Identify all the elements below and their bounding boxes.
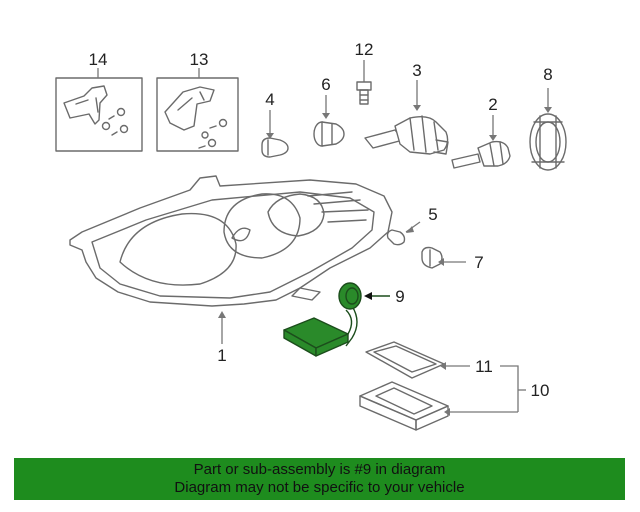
- callout-10: 10: [531, 381, 550, 400]
- part-14-bracket-kit: [55, 68, 143, 152]
- callout-11: 11: [475, 357, 493, 376]
- part-11-gasket: [365, 341, 470, 379]
- callout-2: 2: [488, 95, 497, 114]
- callout-8: 8: [543, 65, 552, 84]
- callout-12: 12: [355, 40, 374, 59]
- callout-13: 13: [190, 50, 209, 69]
- callout-4: 4: [265, 90, 274, 109]
- part-12-screw: [356, 60, 372, 105]
- part-7-socket: [421, 246, 466, 269]
- part-5-bulb: [386, 221, 421, 246]
- callout-6: 6: [321, 75, 330, 94]
- part-9-ballast-highlighted: [283, 282, 362, 357]
- callout-7: 7: [474, 253, 483, 272]
- part-13-bracket-kit: [156, 68, 239, 152]
- part-4-bulb: [261, 110, 289, 158]
- part-6-socket: [313, 95, 345, 147]
- callout-5: 5: [428, 205, 437, 224]
- callout-3: 3: [412, 61, 421, 80]
- part-1-headlamp-assembly: [69, 175, 393, 307]
- info-banner: Part or sub-assembly is #9 in diagram Di…: [14, 458, 625, 500]
- part-10-cover: [359, 381, 518, 431]
- callout-1: 1: [217, 346, 226, 365]
- callout-14: 14: [89, 50, 108, 69]
- banner-line-2: Diagram may not be specific to your vehi…: [174, 479, 465, 496]
- part-2-hid-bulb: [451, 115, 511, 169]
- parts-diagram: 14 13 12 4 6: [55, 40, 567, 431]
- part-3-headlamp-bulb: [364, 80, 449, 155]
- part-8-cap: [529, 88, 567, 171]
- banner-line-1: Part or sub-assembly is #9 in diagram: [193, 461, 446, 478]
- callout-9: 9: [395, 287, 404, 306]
